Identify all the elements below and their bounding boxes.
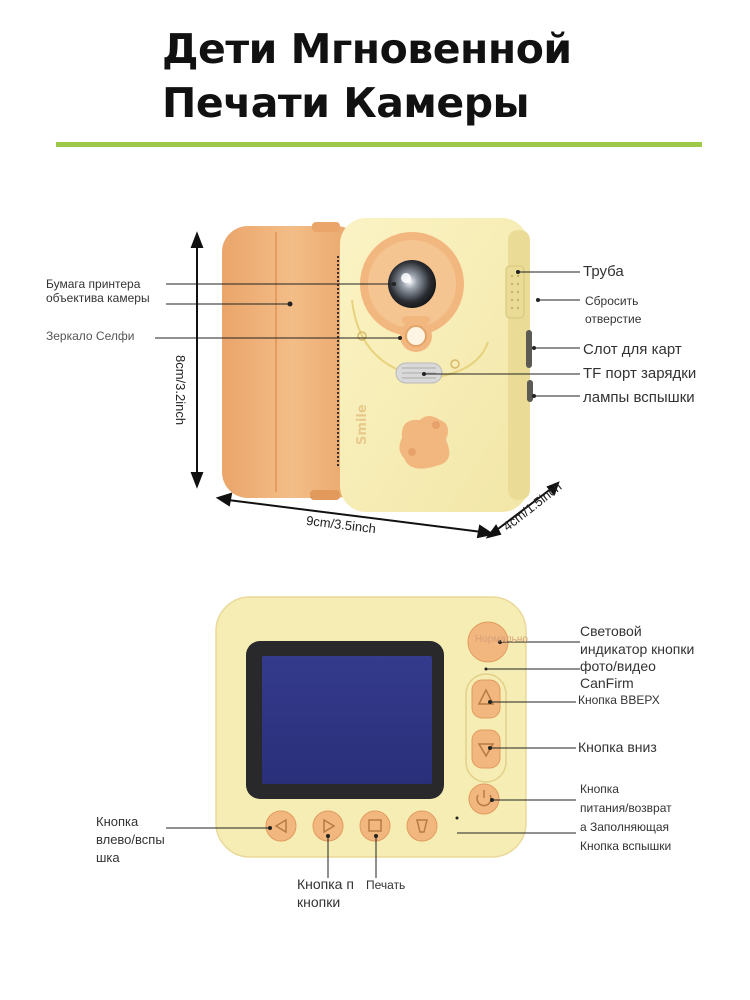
label-selfie-mirror: Зеркало Селфи [46, 329, 135, 343]
label-power-2: питания/возврат [580, 801, 672, 815]
label-print-a: Кнопка п [297, 876, 354, 892]
title-line-2: Печати Камеры [162, 79, 530, 127]
label-power-3: а Заполняющая [580, 820, 670, 834]
label-flash-lamp: лампы вспышки [583, 389, 695, 406]
label-printer-paper: Бумага принтера [46, 277, 141, 291]
camera-back-view [215, 596, 527, 858]
speaker-grille-icon [505, 265, 525, 319]
label-power-1: Кнопка [580, 782, 619, 796]
print-button[interactable] [359, 810, 391, 842]
arrow-left-icon [274, 818, 287, 834]
label-tube: Труба [583, 263, 624, 280]
label-up-button: Кнопка ВВЕРХ [578, 693, 660, 707]
label-left-2: влево/вспы [96, 832, 165, 847]
lens-icon [388, 260, 436, 308]
left-button[interactable] [265, 810, 297, 842]
label-indicator-1: Световой [580, 623, 642, 639]
camera-front-view: Smile [222, 218, 533, 512]
play-icon [323, 818, 336, 834]
label-print-b: Печать [366, 878, 406, 892]
label-down-button: Кнопка вниз [578, 739, 657, 755]
printer-housing [222, 226, 362, 498]
smile-logo: Smile [355, 404, 370, 445]
page-title: Дети Мгновенной Печати Камеры [162, 22, 642, 130]
power-button[interactable] [468, 783, 500, 815]
title-line-1: Дети Мгновенной [162, 25, 572, 73]
label-indicator-4: CanFirm [580, 675, 634, 691]
label-reset-hole: отверстие [585, 312, 642, 326]
lcd-screen [262, 656, 432, 784]
arrow-up-icon [477, 688, 495, 705]
flash-button[interactable] [406, 810, 438, 842]
tf-port-icon [527, 380, 533, 402]
card-slot-icon [526, 330, 532, 368]
label-power-4: Кнопка вспышки [580, 839, 672, 853]
print-icon [368, 819, 382, 832]
label-indicator-3: фото/видео [580, 658, 656, 674]
shutter-button-icon [399, 416, 450, 469]
arrow-down-icon [477, 743, 495, 758]
label-tf-port: TF порт зарядки [583, 365, 697, 382]
label-left-1: Кнопка [96, 814, 139, 829]
title-underline [56, 142, 702, 147]
bulb-icon [416, 819, 428, 833]
selfie-mirror-icon [405, 325, 427, 347]
dimension-height: 8cm/3.2inch [173, 355, 188, 426]
button-faint-text: Нормально [475, 634, 528, 645]
label-left-3: шка [96, 850, 120, 865]
label-indicator-2: индикатор кнопки [580, 641, 695, 657]
label-lens: объектива камеры [46, 291, 150, 305]
down-button[interactable] [471, 729, 501, 769]
label-card-slot: Слот для карт [583, 341, 682, 358]
label-print-c: кнопки [297, 894, 341, 910]
label-reset: Сбросить [585, 294, 639, 308]
up-button[interactable] [471, 679, 501, 719]
